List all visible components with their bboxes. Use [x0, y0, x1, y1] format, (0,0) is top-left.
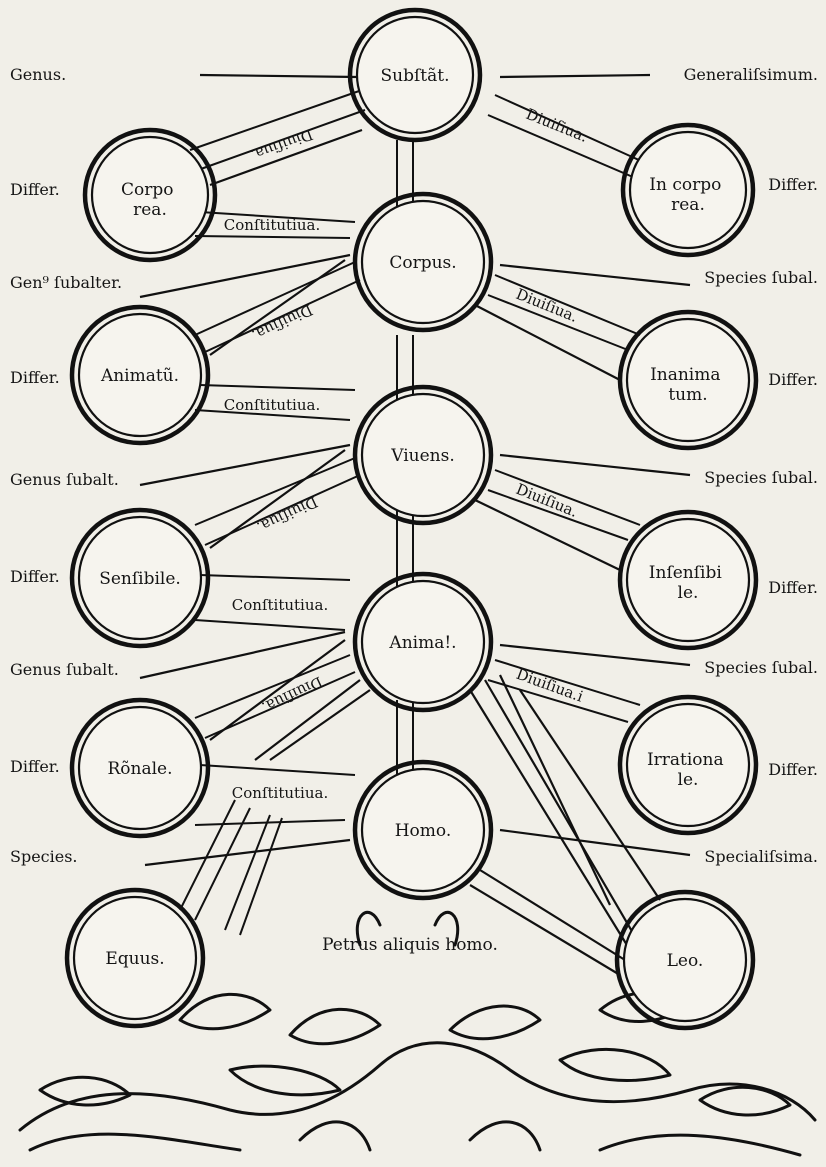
- node-label-vivens: Viuens.: [390, 446, 455, 466]
- left-labels: Genus. Differ. Gen⁹ ſubalter. Differ. Ge…: [10, 65, 122, 866]
- node-label-corporea-line2: rea.: [133, 200, 167, 220]
- node-label-inanimatum: Inanima tum.: [650, 365, 726, 405]
- node-label-incorporea: In corpo rea.: [649, 175, 726, 215]
- node-animatum: Animatũ.: [69, 304, 211, 446]
- edge-label-divisiva-4: Diuiſiua.: [513, 285, 580, 326]
- node-corpus: Corpus.: [352, 191, 494, 333]
- right-label-differ-3: Differ.: [768, 578, 818, 597]
- node-sensibile: Senſibile.: [69, 507, 211, 649]
- node-label-equus: Equus.: [105, 949, 164, 969]
- left-label-differ-2: Differ.: [10, 368, 60, 387]
- right-label-differ-1: Differ.: [768, 175, 818, 194]
- right-label-specialissima: Specialiſsima.: [704, 847, 818, 866]
- node-leo: Leo.: [614, 889, 756, 1031]
- edge-label-divisiva-5: Diuiſiua.: [254, 493, 321, 537]
- node-label-rationale: Rõnale.: [107, 759, 172, 779]
- edge-label-divisiva-3: Diuiſiua.: [249, 301, 316, 345]
- node-irrationale: Irrationa le.: [617, 694, 759, 836]
- node-label-corpus: Corpus.: [389, 253, 456, 273]
- edge-label-divisiva-8: Diuiſiua.i: [514, 665, 586, 706]
- node-corporea: Corpo rea.: [82, 127, 218, 263]
- edge-label-constitutiva-2: Conſtitutiua.: [224, 396, 320, 414]
- edge-label-constitutiva-1: Conſtitutiua.: [224, 216, 320, 234]
- right-label-generalissimum: Generaliſsimum.: [684, 65, 818, 84]
- left-label-differ-3: Differ.: [10, 567, 60, 586]
- node-label-corporea-line1: Corpo: [121, 180, 174, 200]
- right-label-species-subal-2: Species ſubal.: [704, 468, 818, 487]
- connectors: [139, 73, 691, 976]
- node-equus: Equus.: [64, 887, 206, 1029]
- node-label-animatum: Animatũ.: [100, 366, 179, 386]
- right-labels: Generaliſsimum. Differ. Species ſubal. D…: [684, 65, 818, 866]
- left-label-differ-1: Differ.: [10, 180, 60, 199]
- node-substantia: Subſtãt.: [347, 7, 483, 143]
- node-insensibile: Inſenſibi le.: [617, 509, 759, 651]
- node-inanimatum: Inanima tum.: [617, 309, 759, 451]
- edge-label-constitutiva-3: Conſtitutiua.: [232, 596, 328, 614]
- left-label-genus: Genus.: [10, 65, 66, 84]
- node-label-sensibile: Senſibile.: [99, 569, 181, 589]
- node-incorporea: In corpo rea.: [620, 122, 756, 258]
- individual-label: Petrus aliquis homo.: [322, 935, 498, 955]
- edge-label-divisiva-6: Diuiſiua.: [513, 480, 580, 521]
- node-label-leo: Leo.: [667, 951, 704, 971]
- right-label-differ-4: Differ.: [768, 760, 818, 779]
- right-label-species-subal-3: Species ſubal.: [704, 658, 818, 677]
- edge-label-constitutiva-4: Conſtitutiua.: [232, 784, 328, 802]
- left-label-genus-subalt-1: Genus ſubalt.: [10, 470, 119, 489]
- left-label-differ-4: Differ.: [10, 757, 60, 776]
- node-homo: Homo.: [352, 759, 494, 901]
- node-rationale: Rõnale.: [69, 697, 211, 839]
- node-label-animal: Anima!.: [388, 633, 456, 653]
- right-label-differ-2: Differ.: [768, 370, 818, 389]
- node-label-insensibile: Inſenſibi le.: [649, 563, 727, 603]
- node-animal: Anima!.: [352, 571, 494, 713]
- left-label-species: Species.: [10, 847, 78, 866]
- node-vivens: Viuens.: [352, 384, 494, 526]
- left-label-genus-subalt-2: Genus ſubalt.: [10, 660, 119, 679]
- edge-label-divisiva-2: Diuiſiua.: [523, 105, 590, 146]
- node-label-corporea: Corpo rea.: [121, 180, 179, 220]
- node-label-homo: Homo.: [395, 821, 452, 841]
- node-label-substantia: Subſtãt.: [381, 66, 450, 86]
- node-label-irrationale: Irrationa le.: [647, 750, 729, 790]
- right-label-species-subal-1: Species ſubal.: [704, 268, 818, 287]
- left-label-genus-subalter: Gen⁹ ſubalter.: [10, 273, 122, 292]
